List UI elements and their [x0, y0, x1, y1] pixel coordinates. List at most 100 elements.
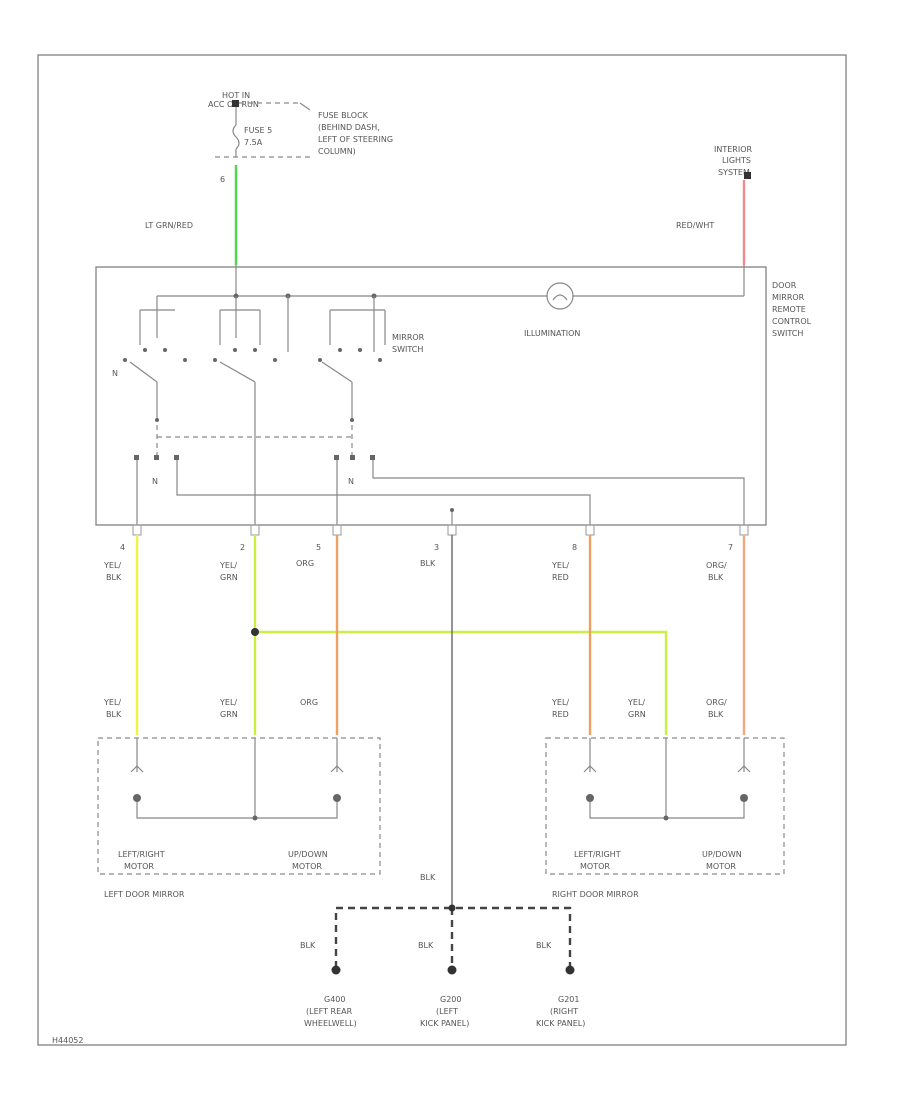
illumination-bulb-icon	[546, 282, 574, 310]
fuse-label: FUSE 5	[244, 126, 272, 135]
svg-text:BLK: BLK	[708, 573, 724, 582]
svg-text:YEL/: YEL/	[219, 561, 237, 570]
interior-lights-terminal	[744, 172, 751, 179]
fuse-block-label-3: LEFT OF STEERING	[318, 135, 393, 144]
svg-text:YEL/: YEL/	[103, 698, 121, 707]
svg-text:BLK: BLK	[418, 941, 434, 950]
ground-main-wire-label: BLK	[420, 873, 436, 882]
switch-title-5: SWITCH	[772, 329, 803, 338]
left-door-mirror: YEL/ BLK YEL/ GRN ORG LEFT/RIGHT MOTOR U…	[97, 698, 381, 899]
svg-text:KICK PANEL): KICK PANEL)	[536, 1019, 585, 1028]
interior-lights-label-3: SYSTEM	[718, 168, 750, 177]
switch-pos-n-1: N	[112, 369, 118, 378]
svg-text:LEFT/RIGHT: LEFT/RIGHT	[118, 850, 165, 859]
ground-section: BLK BLK BLK BLK G400 (LEFT REAR WHEELWEL…	[300, 873, 585, 1028]
svg-text:BLK: BLK	[106, 710, 122, 719]
fuse-pin: 6	[220, 175, 225, 184]
svg-text:MOTOR: MOTOR	[706, 862, 736, 871]
internal-wire-7	[372, 460, 745, 525]
left-right-motor-icon	[133, 794, 141, 802]
svg-text:GRN: GRN	[628, 710, 646, 719]
ground-g201-label: G201	[558, 995, 579, 1004]
svg-text:LEFT/RIGHT: LEFT/RIGHT	[574, 850, 621, 859]
switch-lever-1	[129, 361, 158, 383]
switch-title-2: MIRROR	[772, 293, 805, 302]
switch-title-4: CONTROL	[772, 317, 812, 326]
svg-text:RED: RED	[552, 710, 569, 719]
svg-text:BLK: BLK	[300, 941, 316, 950]
svg-text:BLK: BLK	[708, 710, 724, 719]
svg-text:YEL/: YEL/	[551, 698, 569, 707]
svg-text:(LEFT: (LEFT	[436, 1007, 458, 1016]
wire-yel-grn-right	[255, 630, 668, 735]
svg-text:(LEFT REAR: (LEFT REAR	[306, 1007, 353, 1016]
ground-g400-label: G400	[324, 995, 345, 1004]
right-left-right-motor-icon	[586, 794, 594, 802]
fuse-block-label-1: FUSE BLOCK	[318, 111, 369, 120]
outer-frame	[37, 54, 847, 1046]
fuse-block-label-4: COLUMN)	[318, 147, 356, 156]
svg-text:RED: RED	[552, 573, 569, 582]
switch-pos-n-3: N	[348, 477, 354, 486]
ground-g200-icon	[447, 965, 457, 975]
remote-control-switch: DOOR MIRROR REMOTE CONTROL SWITCH ILLUMI…	[95, 265, 812, 526]
svg-text:GRN: GRN	[220, 710, 238, 719]
up-down-motor-icon	[333, 794, 341, 802]
connector-labels: 4 YEL/ BLK 2 YEL/ GRN 5 ORG 3 BLK 8 YEL/…	[103, 543, 733, 582]
switch-contacts	[123, 348, 382, 362]
interior-lights-label-1: INTERIOR	[714, 145, 753, 154]
right-mirror-title: RIGHT DOOR MIRROR	[552, 890, 639, 899]
switch-title-3: REMOTE	[772, 305, 806, 314]
wire-label-lt-grn-red: LT GRN/RED	[145, 221, 193, 230]
right-motor-connector-icon	[583, 765, 597, 773]
left-mirror-title: LEFT DOOR MIRROR	[104, 890, 185, 899]
left-motor-connector-icon	[130, 765, 144, 773]
fuse-rating: 7.5A	[244, 138, 263, 147]
interior-lights-section: INTERIOR LIGHTS SYSTEM RED/WHT	[676, 145, 753, 265]
splice-yel-grn	[251, 628, 259, 636]
svg-text:YEL/: YEL/	[219, 698, 237, 707]
pin-3: 3	[434, 543, 439, 552]
svg-text:BLK: BLK	[106, 573, 122, 582]
ground-g201-icon	[565, 965, 575, 975]
footer-code: H44052	[52, 1036, 83, 1045]
connector-stubs	[132, 524, 749, 536]
svg-text:ORG: ORG	[300, 698, 318, 707]
svg-text:ORG/: ORG/	[706, 698, 727, 707]
pin-5: 5	[316, 543, 321, 552]
right-door-mirror: YEL/ RED YEL/ GRN ORG/ BLK LEFT/RIGHT MO…	[545, 698, 785, 899]
pin-7: 7	[728, 543, 733, 552]
pin-4: 4	[120, 543, 125, 552]
wire-label-red-wht: RED/WHT	[676, 221, 714, 230]
switch-lever-3	[321, 361, 353, 383]
svg-text:ORG: ORG	[296, 559, 314, 568]
mirror-switch-label-1: MIRROR	[392, 333, 425, 342]
right-mirror-housing	[545, 737, 785, 875]
svg-text:KICK PANEL): KICK PANEL)	[420, 1019, 469, 1028]
hot-terminal	[232, 100, 239, 107]
svg-text:MOTOR: MOTOR	[124, 862, 154, 871]
fuse-block-section: HOT IN ACC OR RUN FUSE BLOCK (BEHIND DAS…	[145, 91, 393, 265]
svg-text:YEL/: YEL/	[103, 561, 121, 570]
pin-2: 2	[240, 543, 245, 552]
ground-bus-dash	[334, 906, 572, 968]
svg-text:UP/DOWN: UP/DOWN	[702, 850, 742, 859]
right-up-down-motor-icon	[740, 794, 748, 802]
svg-text:ORG/: ORG/	[706, 561, 727, 570]
svg-text:UP/DOWN: UP/DOWN	[288, 850, 328, 859]
svg-text:GRN: GRN	[220, 573, 238, 582]
ground-g400-icon	[331, 965, 341, 975]
switch-pos-n-2: N	[152, 477, 158, 486]
svg-text:MOTOR: MOTOR	[580, 862, 610, 871]
illumination-label: ILLUMINATION	[524, 329, 580, 338]
switch-lever-2	[219, 361, 256, 383]
fuse-block-label-2: (BEHIND DASH,	[318, 123, 380, 132]
mirror-switch-label-2: SWITCH	[392, 345, 423, 354]
internal-wire-8	[176, 460, 591, 525]
svg-text:(RIGHT: (RIGHT	[550, 1007, 578, 1016]
svg-text:YEL/: YEL/	[627, 698, 645, 707]
left-motor-connector-icon-2	[330, 765, 344, 773]
pin-8: 8	[572, 543, 577, 552]
right-motor-connector-icon-2	[737, 765, 751, 773]
